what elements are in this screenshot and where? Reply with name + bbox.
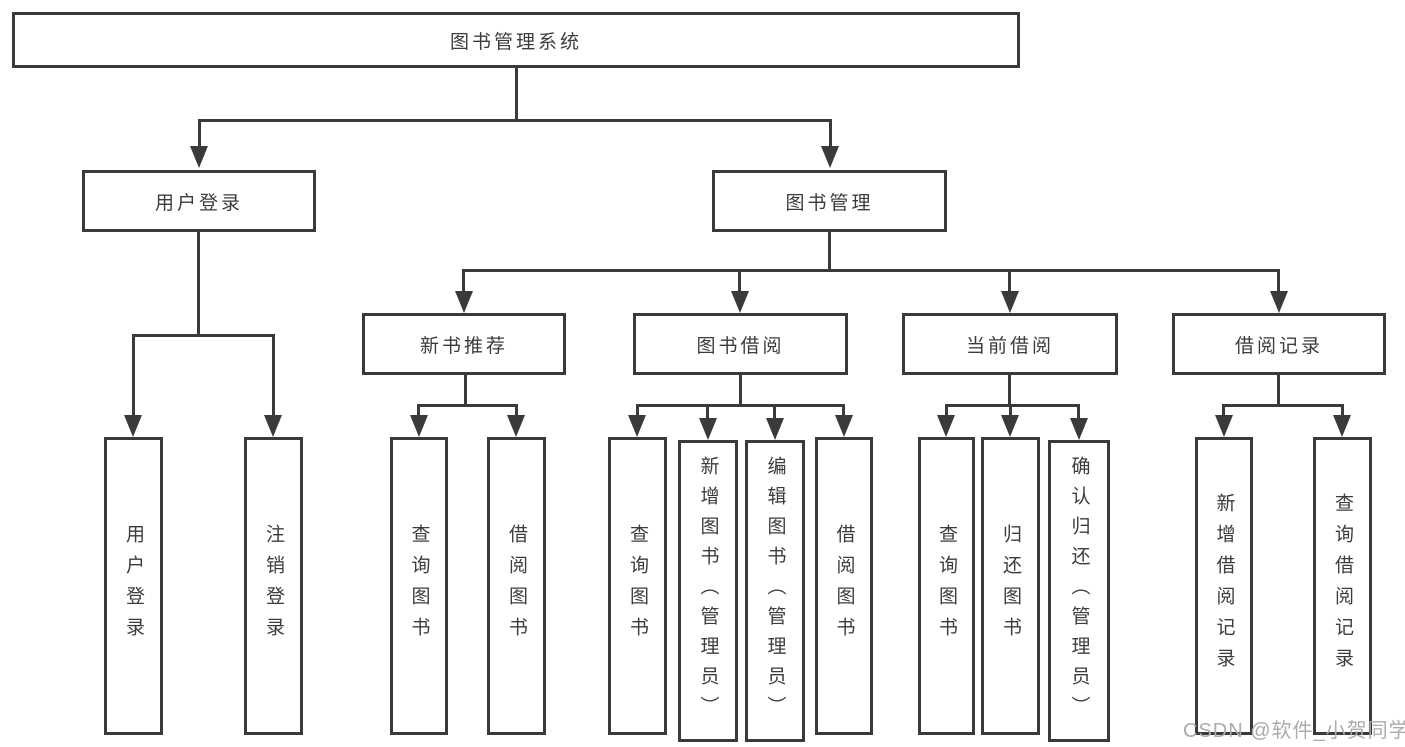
- connector-line: [1277, 269, 1280, 295]
- connector-line: [739, 375, 742, 407]
- node-new-book-recommendation: 新书推荐: [362, 313, 566, 375]
- arrowhead-icon: [1215, 415, 1233, 437]
- leaf-add-books-admin: 新增图书（管理员）: [678, 440, 738, 742]
- connector-line: [1341, 404, 1344, 420]
- connector-line: [197, 232, 200, 337]
- arrowhead-icon: [835, 415, 853, 437]
- connector-line: [462, 269, 465, 295]
- connector-line: [1009, 404, 1012, 420]
- leaf-add-borrow-record: 新增借阅记录: [1195, 437, 1253, 735]
- node-current-borrowing: 当前借阅: [902, 313, 1118, 375]
- leaf-logout: 注销登录: [244, 437, 303, 735]
- arrowhead-icon: [507, 415, 525, 437]
- connector-line: [1222, 404, 1344, 407]
- connector-line: [417, 404, 420, 420]
- leaf-query-borrow-record: 查询借阅记录: [1313, 437, 1372, 735]
- connector-line: [1077, 404, 1080, 422]
- leaf-query-books-current: 查询图书: [918, 437, 975, 735]
- leaf-query-books-recommend: 查询图书: [390, 437, 448, 735]
- arrowhead-icon: [190, 146, 208, 168]
- arrowhead-icon: [731, 291, 749, 313]
- connector-line: [1222, 404, 1225, 420]
- connector-line: [1277, 375, 1280, 407]
- connector-line: [945, 404, 948, 420]
- node-book-borrowing: 图书借阅: [633, 313, 848, 375]
- connector-line: [198, 119, 201, 151]
- leaf-borrow-books-recommend: 借阅图书: [487, 437, 546, 735]
- connector-line: [738, 269, 741, 295]
- arrowhead-icon: [1070, 418, 1088, 440]
- arrowhead-icon: [124, 415, 142, 437]
- connector-line: [417, 404, 518, 407]
- arrowhead-icon: [937, 415, 955, 437]
- connector-line: [515, 404, 518, 420]
- arrowhead-icon: [410, 415, 428, 437]
- leaf-return-books: 归还图书: [981, 437, 1040, 735]
- node-book-management: 图书管理: [712, 170, 947, 232]
- watermark: CSDN @软件_小贺同学: [1183, 720, 1405, 742]
- node-book-management-system: 图书管理系统: [12, 12, 1020, 68]
- arrowhead-icon: [1001, 415, 1019, 437]
- arrowhead-icon: [1270, 291, 1288, 313]
- arrowhead-icon: [1333, 415, 1351, 437]
- connector-line: [132, 334, 275, 337]
- arrowhead-icon: [264, 415, 282, 437]
- leaf-borrow-books-borrowing: 借阅图书: [815, 437, 873, 735]
- arrowhead-icon: [455, 291, 473, 313]
- arrowhead-icon: [766, 418, 784, 440]
- connector-line: [706, 404, 709, 422]
- connector-line: [515, 68, 518, 122]
- leaf-edit-books-admin: 编辑图书（管理员）: [745, 440, 805, 742]
- leaf-query-books-borrowing: 查询图书: [608, 437, 667, 735]
- connector-line: [272, 334, 275, 419]
- connector-line: [464, 375, 467, 407]
- connector-line: [945, 404, 1080, 407]
- node-user-login: 用户登录: [82, 170, 316, 232]
- connector-line: [198, 119, 832, 122]
- connector-line: [132, 334, 135, 419]
- connector-line: [829, 119, 832, 151]
- connector-line: [1008, 269, 1011, 295]
- leaf-user-login: 用户登录: [104, 437, 163, 735]
- connector-line: [773, 404, 776, 422]
- leaf-confirm-return-admin: 确认归还（管理员）: [1048, 440, 1110, 742]
- connector-line: [462, 269, 1280, 272]
- arrowhead-icon: [1001, 291, 1019, 313]
- connector-line: [828, 232, 831, 272]
- node-borrowing-records: 借阅记录: [1172, 313, 1386, 375]
- arrowhead-icon: [821, 146, 839, 168]
- connector-line: [636, 404, 845, 407]
- connector-line: [1008, 375, 1011, 407]
- connector-line: [636, 404, 639, 420]
- arrowhead-icon: [699, 418, 717, 440]
- arrowhead-icon: [628, 415, 646, 437]
- connector-line: [842, 404, 845, 420]
